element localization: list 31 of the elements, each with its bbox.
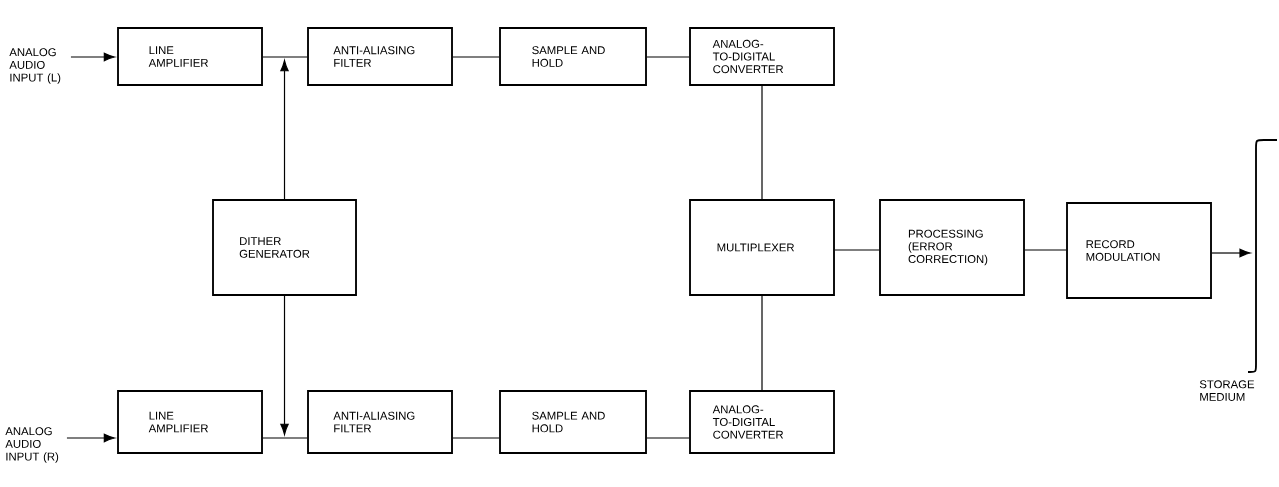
connector	[452, 437, 500, 439]
block-box: LINE AMPLIFIER	[117, 27, 263, 86]
connector	[646, 437, 690, 439]
connector	[280, 60, 289, 200]
block-box: SAMPLE AND HOLD	[499, 390, 647, 454]
block-box: ANALOG-TO-DIGITAL CONVERTER	[689, 27, 835, 86]
input-label: ANALOG AUDIO INPUT (L)	[9, 48, 61, 84]
connector	[761, 85, 763, 200]
connector	[761, 295, 763, 391]
block-box: DITHER GENERATOR	[212, 199, 357, 296]
connector	[280, 295, 289, 435]
connector	[1211, 248, 1251, 258]
block-box: ANTI-ALIASING FILTER	[307, 390, 453, 454]
caption-text: STORAGE MEDIUM	[1199, 380, 1255, 401]
connector	[262, 437, 308, 439]
connector	[262, 56, 308, 58]
block-box: RECORD MODULATION	[1066, 202, 1212, 299]
connector	[1024, 249, 1067, 251]
block-box: SAMPLE AND HOLD	[499, 27, 647, 86]
block-box: LINE AMPLIFIER	[117, 390, 263, 454]
block-box: MULTIPLEXER	[689, 199, 835, 296]
connector	[66, 433, 116, 443]
block-box: PROCESSING (ERROR CORRECTION)	[879, 199, 1025, 296]
connector	[452, 56, 500, 58]
block-box: ANALOG-TO-DIGITAL CONVERTER	[689, 390, 835, 454]
connector	[834, 249, 880, 251]
connector	[646, 56, 690, 58]
block-box: ANTI-ALIASING FILTER	[307, 27, 453, 86]
input-label: ANALOG AUDIO INPUT (R)	[5, 427, 59, 463]
bracket	[1247, 139, 1278, 373]
connector	[70, 52, 116, 62]
